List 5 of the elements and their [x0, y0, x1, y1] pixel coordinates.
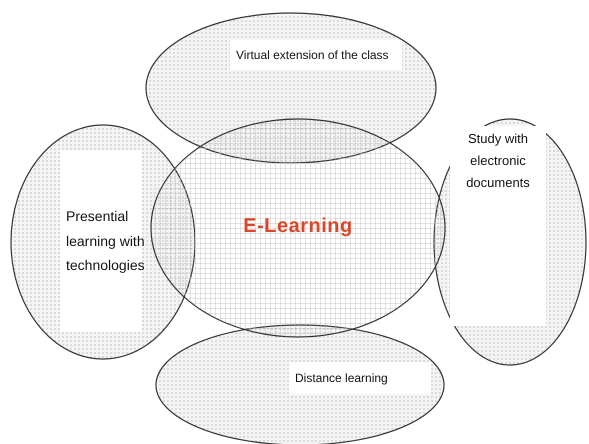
text-box: Virtual extension of the class: [230, 40, 402, 70]
text-box: Presential learning with technologies: [60, 150, 142, 332]
text-box: Distance learning: [289, 362, 431, 394]
text-box: Study with electronic documents: [450, 126, 546, 326]
center-label: E-Learning: [242, 214, 354, 239]
